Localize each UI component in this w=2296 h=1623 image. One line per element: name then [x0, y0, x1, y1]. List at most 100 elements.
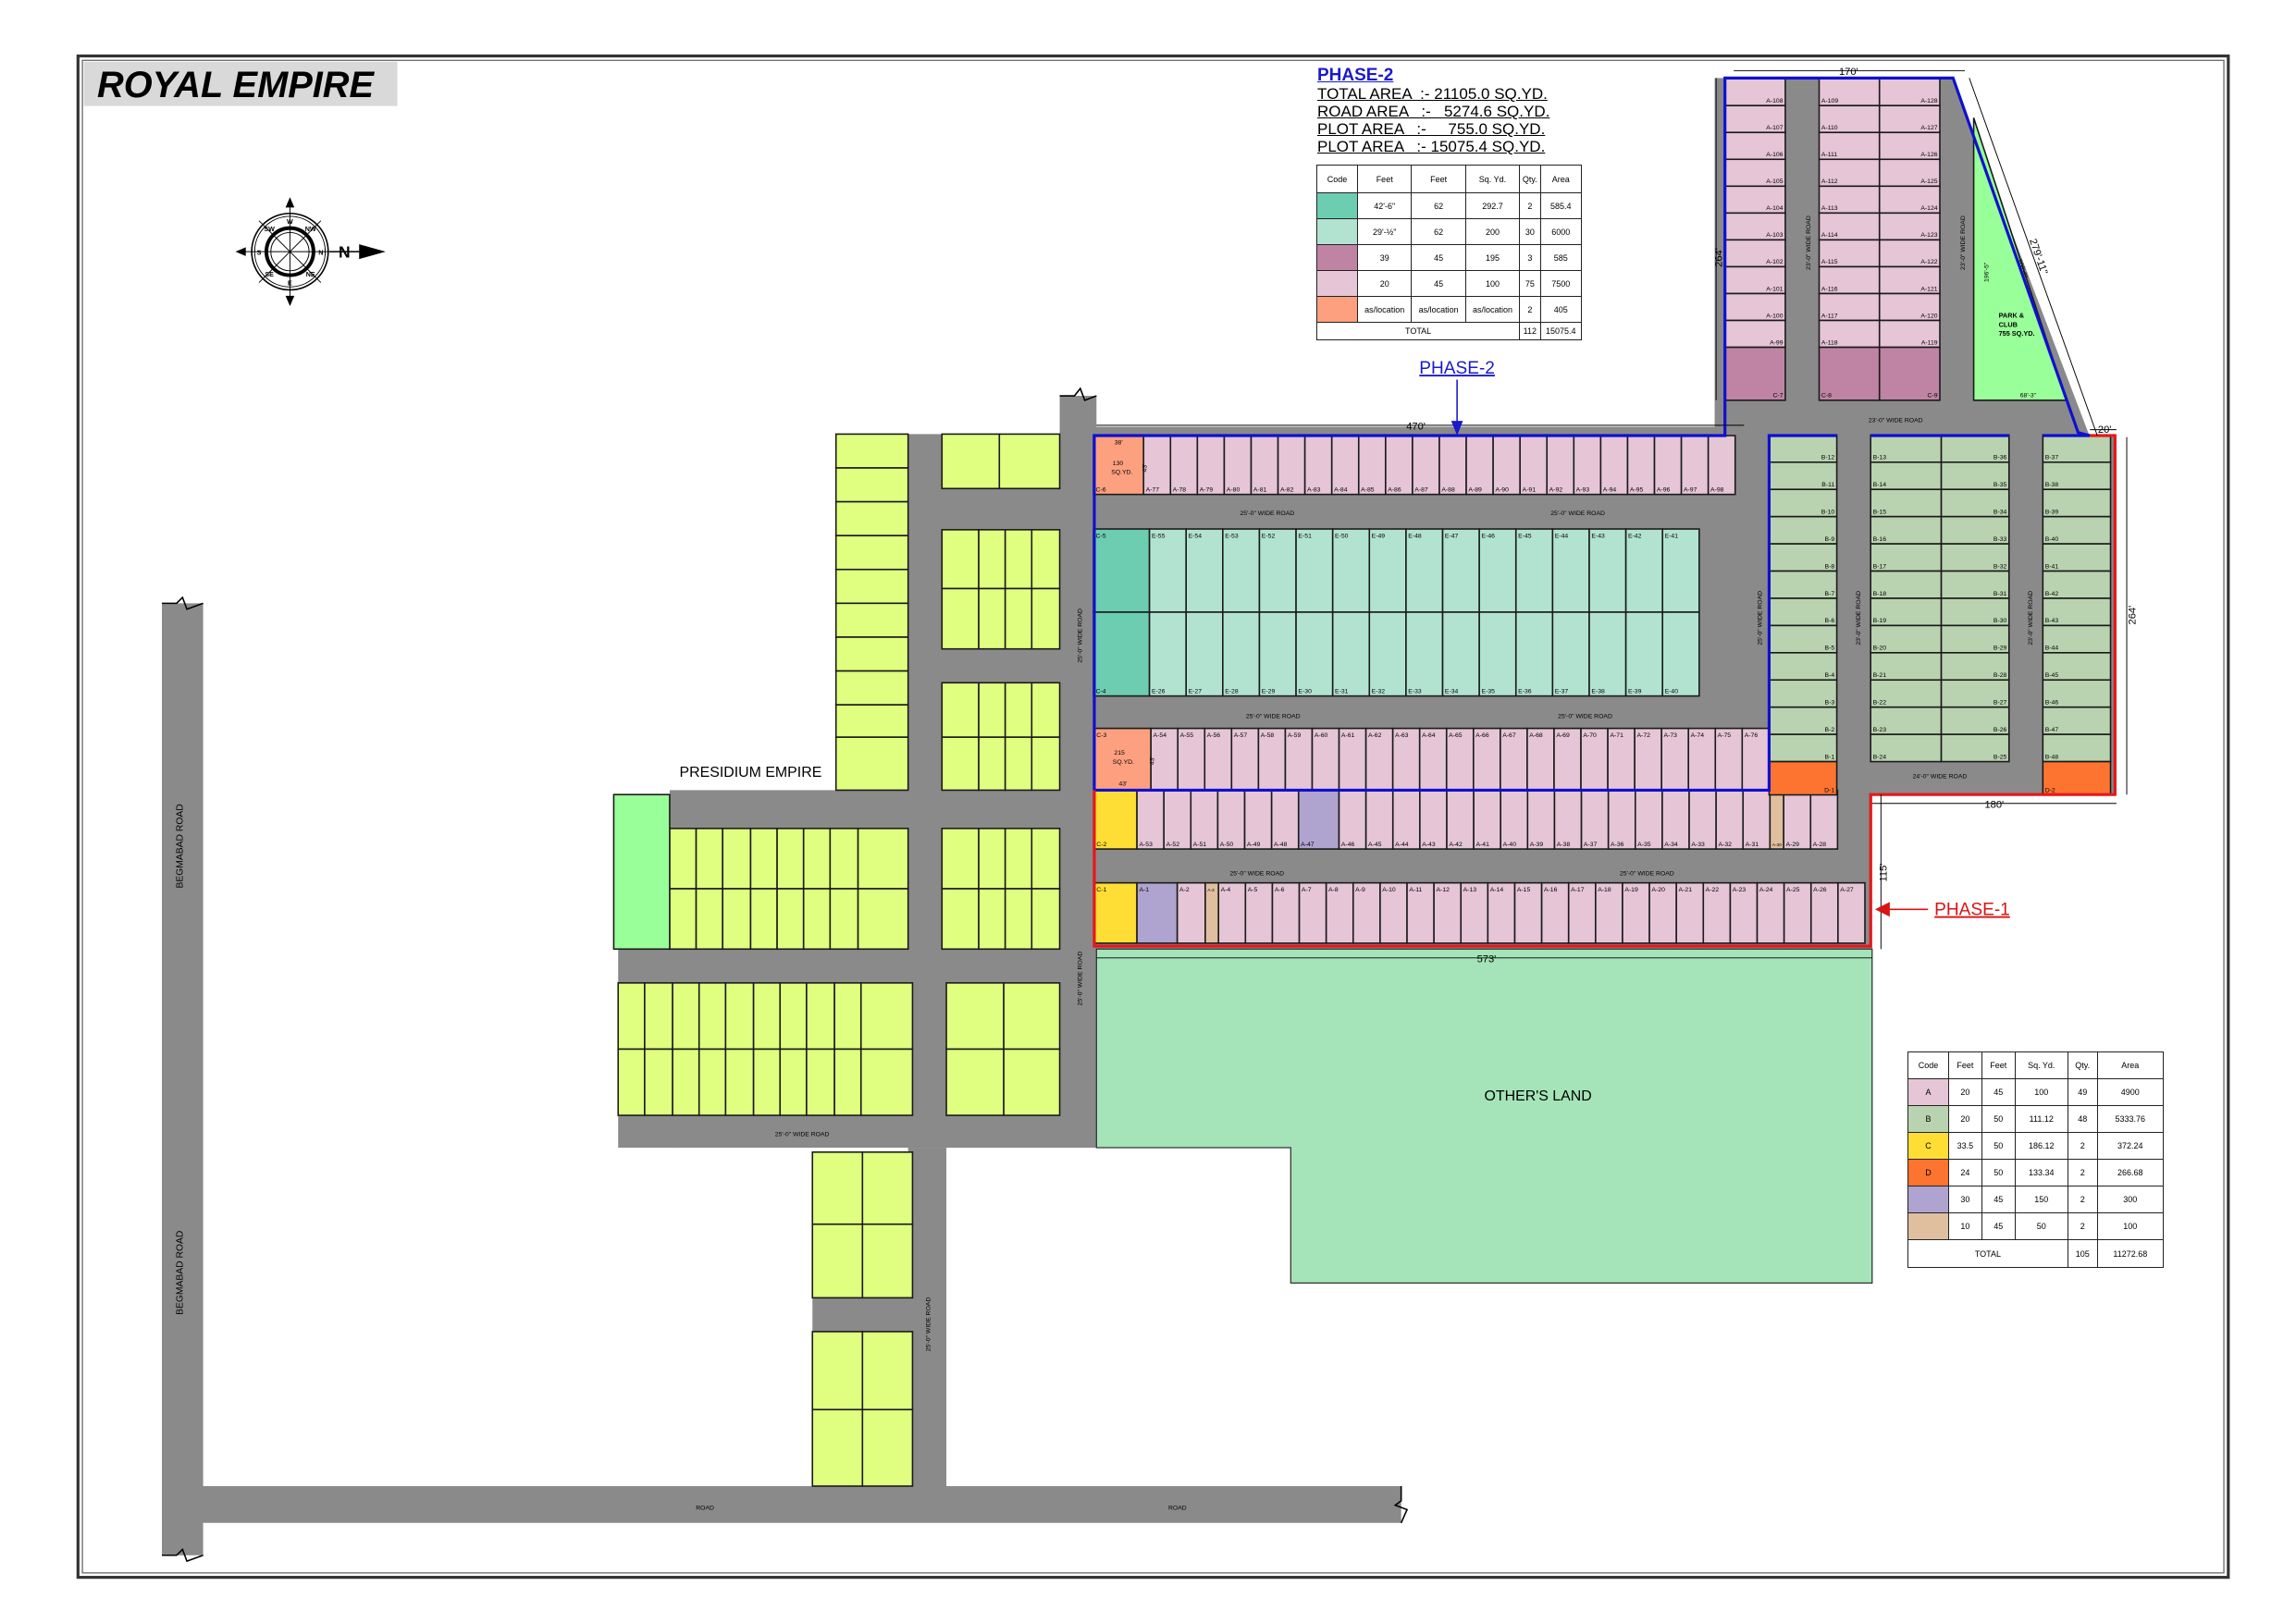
plot-label: A-126 [1920, 152, 1937, 158]
column-header: Feet [1948, 1051, 1982, 1079]
plot-label: A-82 [1280, 486, 1294, 493]
area-cell: 7500 [1539, 270, 1582, 297]
road-label: 23'-0" WIDE ROAD [2028, 591, 2034, 646]
plot-label: A-117 [1821, 313, 1838, 319]
sqyd-cell: 186.12 [2014, 1132, 2068, 1160]
total-label: TOTAL [1315, 322, 1521, 340]
neighbour-plot [1003, 982, 1061, 1051]
plot-a-91 [1519, 435, 1549, 496]
plot-label: A-96 [1657, 486, 1671, 493]
neighbour-plot [1031, 529, 1061, 590]
plot-a-96 [1653, 435, 1683, 496]
plot-a-128 [1878, 78, 1941, 107]
neighbour-plot [941, 529, 980, 590]
plan-title: ROYAL EMPIRE [97, 65, 375, 105]
dimension-20: 20' [2098, 424, 2112, 436]
plot-b-28 [1940, 652, 2010, 682]
plot-a-73 [1660, 727, 1690, 792]
column-header: Feet [1981, 1051, 2016, 1079]
plot-label: A-68 [1529, 732, 1543, 739]
area-cell: 266.68 [2096, 1159, 2165, 1187]
neighbour-plot [857, 888, 909, 951]
plot-label: A-2 [1179, 887, 1190, 893]
plot-label: A-25 [1786, 887, 1800, 893]
phase2-boundary [1093, 434, 1837, 793]
plot-e-32 [1368, 611, 1407, 697]
phase2-area-summary: PHASE-2 TOTAL AREA :- 21105.0 SQ.YD. ROA… [1317, 67, 1549, 156]
plot-a-98 [1707, 435, 1736, 496]
plot-label: A-47 [1301, 842, 1315, 848]
plot-c-6 [1092, 435, 1145, 496]
compass-point-label: N [318, 249, 323, 256]
plot-label: B-11 [1821, 482, 1834, 488]
plot-b-38 [2042, 461, 2112, 491]
plot-a-64 [1418, 727, 1448, 792]
dimension-115: 115' [1879, 864, 1890, 882]
plot-e-41 [1661, 528, 1700, 613]
inner-border [81, 59, 2225, 1574]
plot-label: B-30 [1994, 618, 2007, 624]
plot-label: E-28 [1225, 688, 1239, 695]
plot-a-111 [1818, 131, 1881, 161]
phase1-label: PHASE-1 [1934, 901, 2010, 920]
plot-label: A-118 [1821, 339, 1838, 346]
length-cell: 50 [1981, 1159, 2016, 1187]
dimension-573: 573' [1477, 954, 1497, 965]
plot-label: E-53 [1225, 534, 1239, 540]
plot-label: A-72 [1637, 732, 1651, 739]
neighbour-plot [1003, 1048, 1061, 1116]
plot-label: A-107 [1766, 125, 1783, 131]
plot-e-44 [1551, 528, 1590, 613]
road-label: 25'-0" WIDE ROAD [1240, 510, 1294, 517]
road [812, 1297, 913, 1332]
plot-e-42 [1624, 528, 1664, 613]
plot-label: C-7 [1773, 393, 1784, 400]
neighbour-plot [779, 1048, 808, 1116]
neighbour-plot [834, 636, 909, 672]
plot-label: A-58 [1261, 732, 1275, 739]
plot-label: A-124 [1920, 205, 1937, 212]
plot-e-29 [1258, 611, 1297, 697]
road-label: 25'-0" WIDE ROAD [1558, 713, 1612, 719]
plot-a-63 [1391, 727, 1421, 792]
plot-label: B-43 [2045, 618, 2059, 624]
plot-label: A-76 [1745, 732, 1759, 739]
plot-label: E-38 [1591, 688, 1605, 695]
arrow-down-icon [1450, 421, 1463, 436]
plot-label: A-80 [1227, 486, 1241, 493]
neighbour-plot [941, 828, 980, 890]
plot-e-38 [1588, 611, 1627, 697]
plot-label: A-19 [1624, 887, 1638, 893]
plot-e-46 [1478, 528, 1517, 613]
plot-b-35 [1940, 461, 2010, 491]
neighbour-plot [644, 982, 673, 1051]
road-label: 25'-0" WIDE ROAD [1246, 713, 1301, 719]
plot-label: A-16 [1544, 887, 1558, 893]
plot-d-1 [1768, 760, 1838, 796]
neighbour-plot [811, 1223, 864, 1299]
road-label: ROAD [1168, 1505, 1187, 1511]
length-cell: 45 [1411, 270, 1466, 297]
plot-label: A-61 [1341, 732, 1355, 739]
plot-label: B-48 [2045, 754, 2059, 760]
plot-label: B-7 [1825, 591, 1835, 597]
area-cell: 4900 [2096, 1078, 2165, 1106]
plot-label: A-105 [1766, 178, 1783, 185]
plot-label: A-56 [1207, 732, 1221, 739]
neighbour-plot [644, 1048, 673, 1116]
plot-area-line: PLOT AREA :- 15075.4 SQ.YD. [1317, 138, 1546, 155]
neighbour-plot [1004, 529, 1033, 590]
plot-label: B-17 [1873, 563, 1887, 570]
road-label: 25'-0" WIDE ROAD [1550, 510, 1605, 517]
plot-a-52 [1163, 789, 1192, 850]
others-land-label: OTHER'S LAND [1485, 1088, 1592, 1104]
plot-label: A-71 [1610, 732, 1623, 739]
phase1-boundary [1092, 434, 2117, 948]
phase2-boundary [1092, 76, 2091, 791]
plot-e-50 [1331, 528, 1371, 613]
plot-label: A-38 [1557, 842, 1571, 848]
neighbour-plot [617, 1048, 646, 1116]
plot-b-14 [1870, 461, 1943, 491]
